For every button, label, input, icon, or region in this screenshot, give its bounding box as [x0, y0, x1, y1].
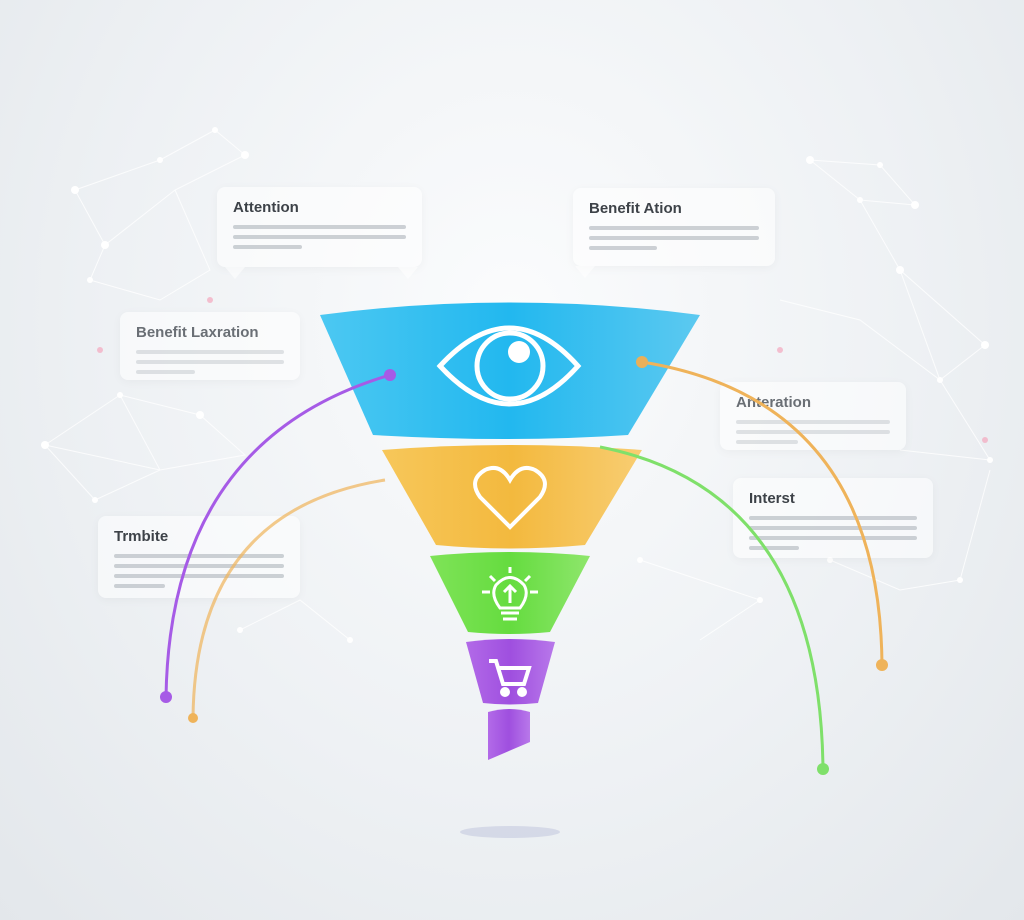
callout-title: Benefit Ation [589, 200, 682, 217]
callout-title: Trmbite [114, 528, 169, 545]
connector-endpoints [160, 356, 888, 775]
callout-body [749, 516, 917, 556]
callout-body [233, 225, 406, 255]
callout-benefit-laxration: Benefit Laxration [120, 312, 300, 380]
shopping-cart-icon [489, 659, 532, 697]
callout-body [736, 420, 890, 450]
funnel-stage-4 [466, 639, 555, 705]
callout-anteration: Anteration [720, 382, 906, 450]
funnel-stage-1 [320, 302, 700, 439]
funnel-spout [488, 709, 530, 760]
callout-attention: Attention [217, 187, 422, 267]
callout-title: Attention [233, 199, 299, 216]
lightbulb-icon [482, 567, 538, 621]
callout-interst: Interst [733, 478, 933, 558]
funnel-stage-2 [382, 445, 642, 549]
callout-benefit-ation: Benefit Ation [573, 188, 775, 266]
heart-icon [473, 466, 547, 530]
callout-body [114, 554, 284, 594]
eye-icon [436, 325, 582, 407]
callout-title: Benefit Laxration [136, 324, 259, 341]
callout-body [589, 226, 759, 256]
connector-lines [164, 360, 884, 770]
callout-body [136, 350, 284, 380]
callout-title: Interst [749, 490, 795, 507]
